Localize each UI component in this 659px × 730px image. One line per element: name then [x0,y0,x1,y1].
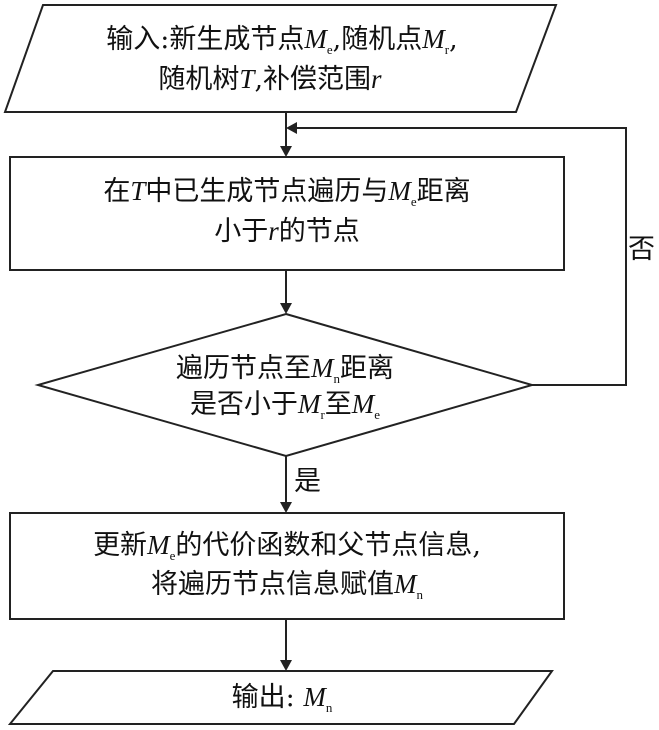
input-text-line2: 随机树T,补偿范围r [158,64,382,95]
output-parallelogram [7,670,554,725]
input-text-line1: 输入:新生成节点Me,随机点Mr, [106,24,457,57]
arrowhead-update [280,502,292,513]
arrowhead-loop-back [286,122,297,134]
decision-text-line1: 遍历节点至Mn距离 [176,353,394,386]
update-process-box [9,512,565,620]
decision-text-line2: 是否小于Mr至Me [190,389,380,422]
output-text: 输出: Mn [232,682,333,715]
traverse-process-box [9,156,565,271]
update-text-line2: 将遍历节点信息赋值Mn [151,569,424,602]
connector-no-loop [297,127,627,386]
update-text-line1: 更新Me的代价函数和父节点信息, [93,530,481,563]
input-parallelogram [3,4,558,113]
traverse-text-line1: 在T中已生成节点遍历与Me距离 [103,176,470,209]
branch-label-no: 否 [628,234,655,265]
decision-diamond [34,312,536,458]
arrowhead-decision [280,303,292,314]
arrowhead-traverse [280,146,292,157]
branch-label-yes: 是 [294,466,321,497]
arrowhead-output [280,660,292,671]
traverse-text-line2: 小于r的节点 [214,216,360,247]
